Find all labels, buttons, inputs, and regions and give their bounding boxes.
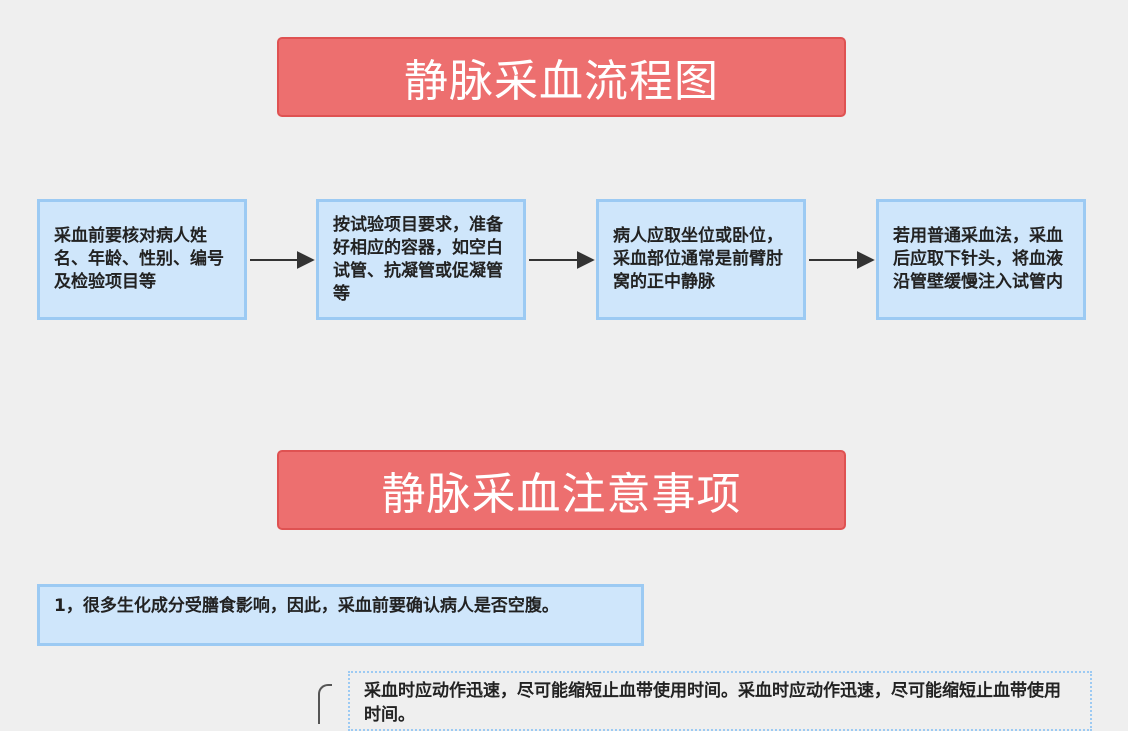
precaution-note-2: 采血时应动作迅速，尽可能缩短止血带使用时间。采血时应动作迅速，尽可能缩短止血带使…: [348, 671, 1092, 731]
note-bracket: [318, 684, 332, 724]
flow-step-3: 病人应取坐位或卧位，采血部位通常是前臂肘窝的正中静脉: [596, 199, 806, 320]
flow-step-1: 采血前要核对病人姓名、年龄、性别、编号及检验项目等: [37, 199, 247, 320]
flow-step-2-text: 按试验项目要求，准备好相应的容器，如空白试管、抗凝管或促凝管等: [333, 214, 503, 304]
flow-step-4: 若用普通采血法，采血后应取下针头，将血液沿管壁缓慢注入试管内: [876, 199, 1086, 320]
flow-step-3-text: 病人应取坐位或卧位，采血部位通常是前臂肘窝的正中静脉: [613, 226, 783, 292]
flowchart-title: 静脉采血流程图: [277, 37, 846, 117]
precaution-note-1: 1，很多生化成分受膳食影响，因此，采血前要确认病人是否空腹。: [37, 584, 644, 646]
flow-step-1-text: 采血前要核对病人姓名、年龄、性别、编号及检验项目等: [54, 226, 224, 292]
flow-step-2: 按试验项目要求，准备好相应的容器，如空白试管、抗凝管或促凝管等: [316, 199, 526, 320]
precaution-note-2-text: 采血时应动作迅速，尽可能缩短止血带使用时间。采血时应动作迅速，尽可能缩短止血带使…: [364, 681, 1061, 725]
precaution-note-1-text: 1，很多生化成分受膳食影响，因此，采血前要确认病人是否空腹。: [54, 596, 559, 616]
flow-step-4-text: 若用普通采血法，采血后应取下针头，将血液沿管壁缓慢注入试管内: [893, 226, 1063, 292]
precautions-title: 静脉采血注意事项: [277, 450, 846, 530]
flow-arrows: [250, 251, 875, 269]
